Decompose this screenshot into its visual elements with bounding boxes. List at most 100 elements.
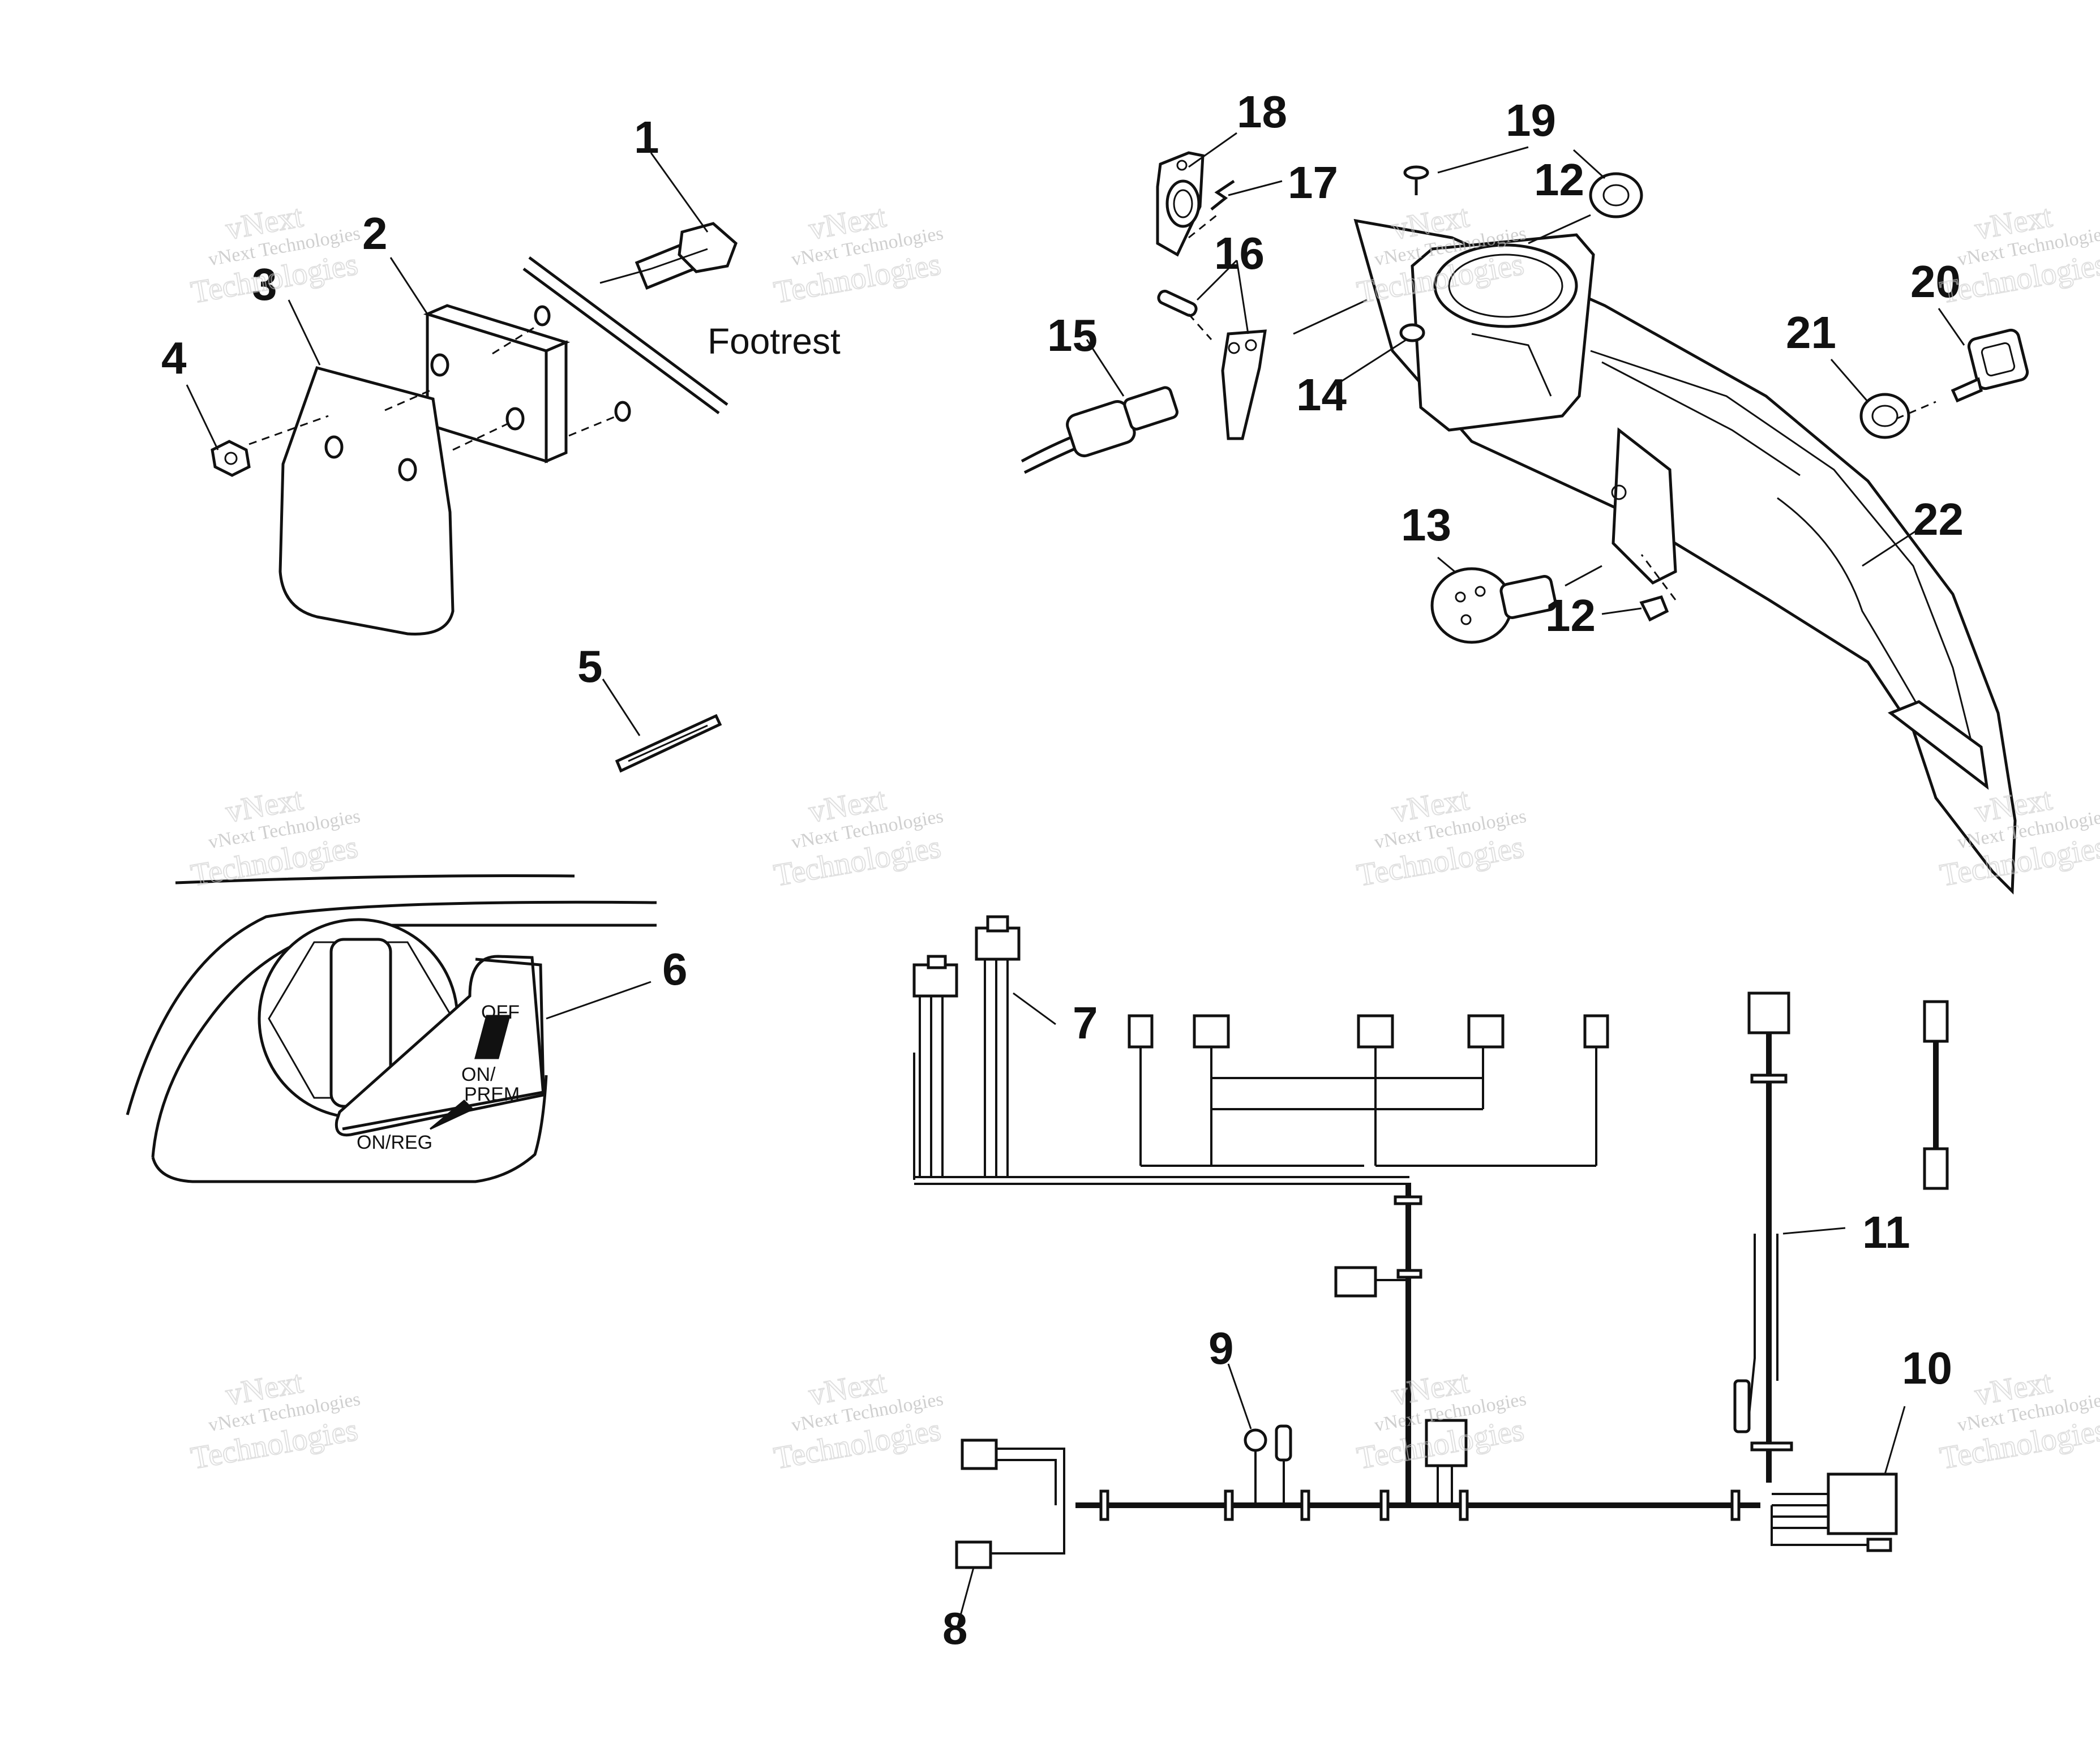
leader-line-15 — [1086, 339, 1125, 397]
bracket-part — [1156, 151, 1205, 257]
watermark: vNext vNext Technologies Technologies — [188, 198, 362, 311]
leader-line-12-bottom — [1601, 607, 1642, 615]
connector-part — [912, 963, 958, 998]
alignment-line — [452, 420, 513, 451]
mud-flap-assembly — [211, 222, 738, 636]
callout-16: 16 — [1214, 228, 1265, 278]
leader-line-17 — [1228, 180, 1283, 196]
alignment-line — [1528, 214, 1591, 244]
switch-on-reg-label: ON/REG — [357, 1132, 432, 1153]
hole-washer-part — [534, 305, 551, 327]
callout-22: 22 — [1913, 494, 1964, 544]
leader-line-4 — [186, 384, 219, 450]
alignment-line — [1293, 299, 1368, 335]
leader-line-22 — [1862, 528, 1919, 567]
ignition-switch-part — [1430, 567, 1557, 644]
connector-part — [1923, 1000, 1949, 1043]
mud-flap-part — [278, 366, 455, 636]
connector-part — [1827, 1472, 1898, 1535]
leader-line-2 — [389, 257, 428, 315]
connector-part — [1425, 1419, 1468, 1467]
connector-part — [1467, 1014, 1505, 1049]
callout-1: 1 — [634, 112, 659, 162]
key-part — [1951, 328, 2029, 403]
connector-part — [961, 1439, 998, 1470]
leader-line-6 — [546, 981, 652, 1020]
leader-line-18 — [1188, 132, 1237, 168]
callout-2: 2 — [362, 208, 388, 259]
watermark: vNext vNext Technologies Technologies — [771, 781, 945, 894]
leader-line-9 — [1227, 1363, 1252, 1429]
connector-part — [927, 955, 947, 969]
leader-line-16a — [1196, 259, 1238, 301]
spacer-block-part — [423, 304, 571, 463]
callout-5: 5 — [577, 641, 603, 692]
alignment-line — [1565, 565, 1602, 587]
callout-12-bottom: 12 — [1545, 590, 1596, 641]
callout-21: 21 — [1786, 307, 1836, 358]
nut-part — [1859, 393, 1910, 439]
wire-harness-part — [912, 915, 1949, 1569]
leader-line-19 — [1572, 149, 1606, 179]
callout-13: 13 — [1401, 500, 1451, 550]
callout-9: 9 — [1208, 1323, 1234, 1373]
footrest-edge-line-1 — [528, 256, 728, 406]
alignment-line — [492, 324, 538, 355]
connector-part — [986, 915, 1009, 933]
watermark: vNext vNext Technologies Technologies — [1354, 781, 1528, 894]
callout-8: 8 — [942, 1603, 968, 1654]
connector-part — [1733, 1379, 1751, 1433]
bolt-part — [635, 222, 738, 290]
leader-line-13 — [1437, 556, 1455, 573]
alignment-line — [1896, 401, 1936, 420]
callout-20: 20 — [1910, 256, 1961, 307]
alignment-line — [248, 415, 329, 445]
watermark: vNext vNext Technologies Technologies — [771, 1364, 945, 1476]
nut-part — [211, 440, 251, 477]
callout-7: 7 — [1073, 998, 1098, 1048]
connector-part — [975, 926, 1021, 961]
connector-part — [1128, 1014, 1154, 1049]
callout-17: 17 — [1288, 157, 1338, 208]
leader-line-16b — [1236, 260, 1249, 334]
alignment-line — [599, 268, 652, 284]
connector-part — [1275, 1424, 1292, 1462]
screw-part — [1403, 165, 1429, 195]
callout-18: 18 — [1237, 87, 1287, 137]
connector-part — [1357, 1014, 1394, 1049]
callout-15: 15 — [1047, 310, 1098, 360]
leader-line-21 — [1830, 359, 1869, 402]
leader-line-11 — [1782, 1227, 1846, 1235]
cap-part — [1589, 172, 1643, 218]
connector-part — [1923, 1147, 1949, 1190]
connector-part — [1334, 1266, 1377, 1298]
callout-4: 4 — [161, 333, 187, 383]
watermark: vNext vNext Technologies Technologies — [771, 198, 945, 311]
callout-19: 19 — [1506, 95, 1556, 145]
alignment-line — [568, 415, 618, 437]
watermark: vNext vNext Technologies Technologies — [1937, 198, 2100, 311]
callout-3: 3 — [252, 259, 277, 310]
leader-line-5 — [602, 679, 641, 736]
leader-line-14 — [1335, 338, 1407, 386]
leader-line-1 — [650, 152, 709, 233]
alignment-line — [1640, 554, 1677, 600]
callout-6: 6 — [662, 944, 688, 994]
callout-14: 14 — [1296, 370, 1347, 420]
pin-part — [1157, 290, 1198, 317]
watermark: vNext vNext Technologies Technologies — [1937, 1364, 2100, 1476]
connector-part — [955, 1540, 992, 1569]
alignment-line — [384, 389, 431, 411]
leader-line-7 — [1013, 992, 1056, 1025]
sensor-part — [1021, 386, 1178, 474]
switch-on-prem-label-1: ON/ — [461, 1064, 496, 1085]
connector-part — [1866, 1538, 1892, 1552]
leader-line-3 — [288, 299, 321, 366]
leader-line-10 — [1884, 1406, 1906, 1475]
hole-washer-part — [614, 401, 631, 422]
switch-panel-part: OFF ON/ PREM ON/REG — [126, 874, 657, 1183]
washer-part — [1399, 323, 1425, 342]
alignment-line — [1188, 214, 1218, 239]
